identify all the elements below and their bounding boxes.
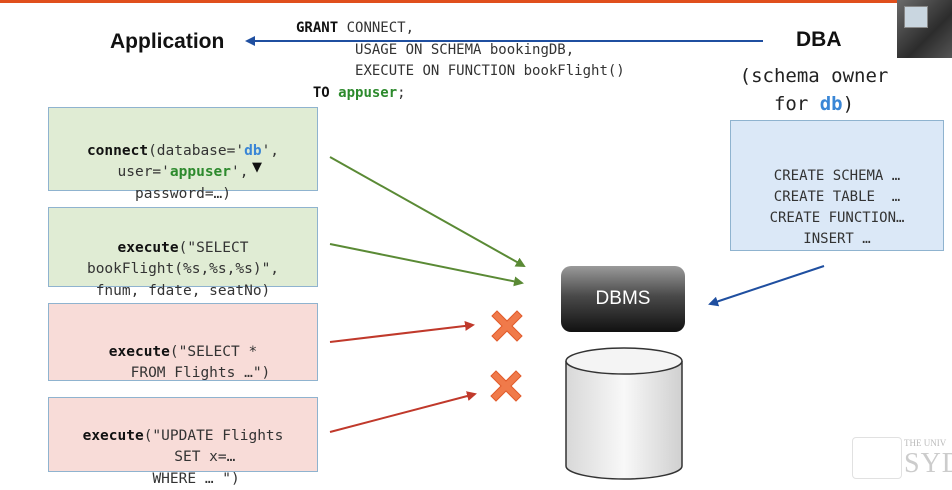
university-logo-small: THE UNIV <box>904 438 947 448</box>
connect-sep1: ', <box>261 142 280 159</box>
select-function-line2: bookFlight(%s,%s,%s)", <box>86 261 280 277</box>
grant-user: appuser <box>338 84 398 101</box>
select-flights-arrow <box>329 320 475 343</box>
connect-sep2: ', <box>231 164 249 180</box>
dba-to-dbms-arrow <box>708 265 825 307</box>
connect-arg-password: password=…) <box>134 185 232 202</box>
cross-icon <box>490 370 522 402</box>
dba-subtitle-line2: for db) <box>724 90 904 118</box>
application-title: Application <box>110 30 225 53</box>
connect-db-value: db <box>244 142 262 159</box>
update-flights-box: execute("UPDATE Flights SET x=… WHERE … … <box>48 397 318 487</box>
dba-subtitle-db: db <box>819 93 843 115</box>
select-function-to-dbms-arrow <box>329 243 524 287</box>
mouse-cursor-icon: ▼ <box>252 160 262 175</box>
connect-arg-database: (database=' <box>148 142 245 159</box>
dba-subtitle: (schema owner for db) <box>724 62 904 118</box>
connect-function: connect <box>86 142 149 159</box>
dbms-node: DBMS <box>561 266 685 332</box>
select-flights-line2: FROM Flights …") <box>130 365 271 381</box>
grant-line3: EXECUTE ON FUNCTION bookFlight() <box>355 63 625 79</box>
to-keyword: TO <box>312 84 330 101</box>
webcam-window-icon <box>904 6 928 28</box>
grant-line1: CONNECT, <box>338 20 415 36</box>
grant-end: ; <box>397 84 406 101</box>
select-function-box: execute("SELECT bookFlight(%s,%s,%s)", f… <box>48 207 318 299</box>
cross-icon <box>491 310 523 342</box>
dba-subtitle-line1: (schema owner <box>739 65 889 87</box>
select-flights-execute: execute <box>108 343 170 360</box>
update-flights-execute: execute <box>82 427 144 444</box>
dba-title: DBA <box>796 28 842 51</box>
grant-statement: GRANT CONNECT, USAGE ON SCHEMA bookingDB… <box>296 18 625 104</box>
select-function-line1: ("SELECT <box>178 239 249 256</box>
connect-box: connect(database='db', user='appuser', p… <box>48 107 318 202</box>
select-function-line3: fnum, fdate, seatNo) <box>95 282 271 299</box>
select-flights-box: execute("SELECT * FROM Flights …") <box>48 303 318 381</box>
grant-line2: USAGE ON SCHEMA bookingDB, <box>355 41 575 58</box>
update-flights-line1: ("UPDATE Flights <box>143 427 284 444</box>
grant-keyword: GRANT <box>296 20 339 36</box>
update-flights-line2: SET x=… <box>174 449 236 465</box>
select-flights-line1: ("SELECT * <box>169 343 258 360</box>
top-accent-strip <box>0 0 952 3</box>
update-flights-arrow <box>329 391 477 433</box>
connect-arg-user: user=' <box>117 164 170 180</box>
select-function-execute: execute <box>117 239 179 256</box>
connect-user-value: appuser <box>169 164 232 180</box>
university-crest-icon <box>852 437 902 479</box>
dba-create-schema: CREATE SCHEMA … <box>773 168 901 184</box>
dba-statements-box: CREATE SCHEMA … CREATE TABLE … CREATE FU… <box>730 120 944 251</box>
database-cylinder-icon <box>565 347 683 480</box>
dba-insert: INSERT … <box>803 231 871 247</box>
dba-subtitle-for: for <box>773 93 820 115</box>
connect-to-dbms-arrow <box>329 156 526 267</box>
dba-create-function: CREATE FUNCTION… <box>769 210 905 226</box>
dba-create-table: CREATE TABLE … <box>773 189 901 205</box>
dba-subtitle-close: ) <box>842 93 855 115</box>
university-logo-big: SYD <box>904 448 952 479</box>
